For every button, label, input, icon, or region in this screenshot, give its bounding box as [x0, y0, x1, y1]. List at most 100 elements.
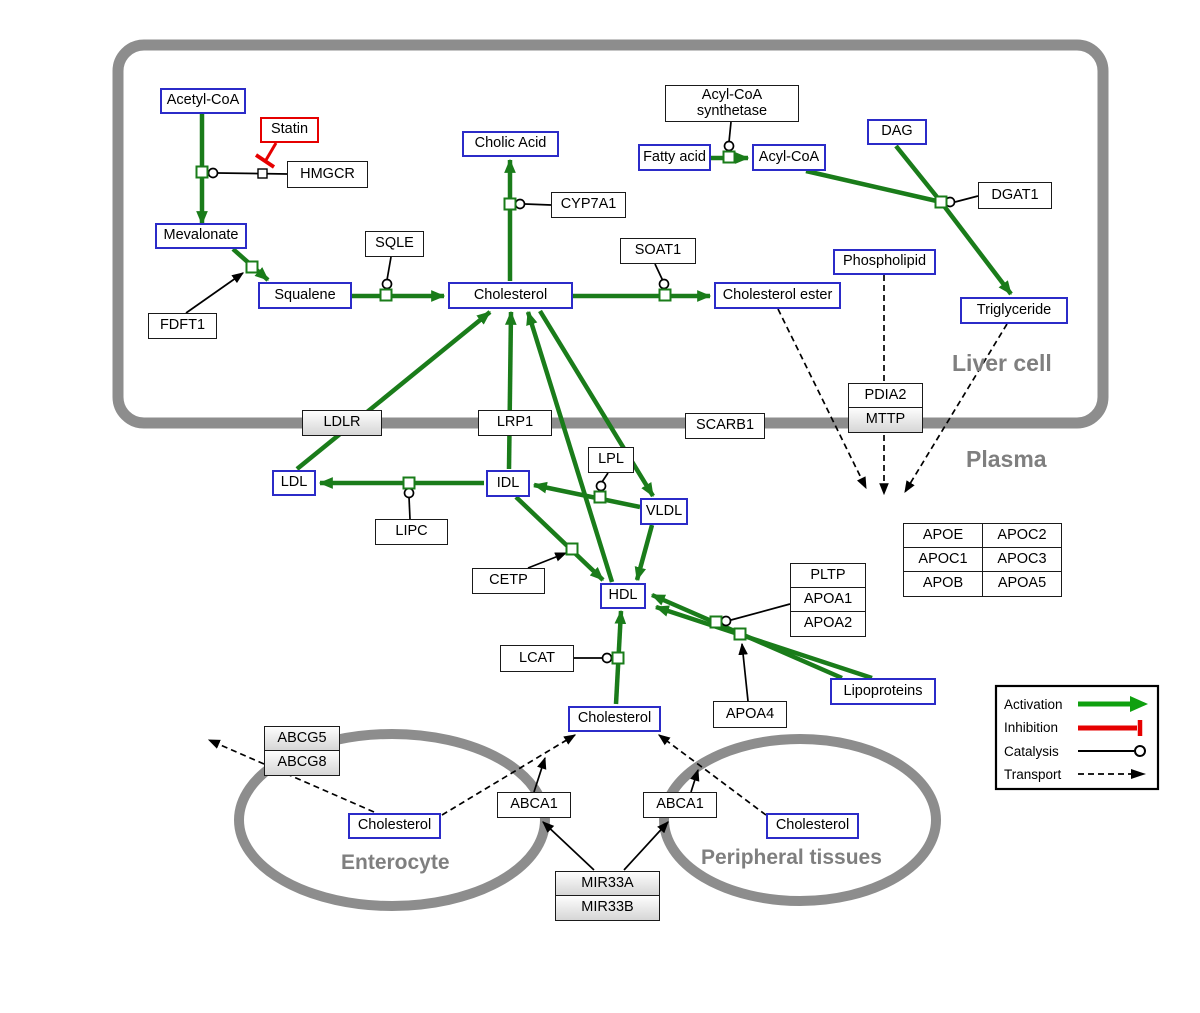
- edge-enterocyte-cholesterol-plasma: [441, 734, 577, 816]
- node-acyl-coa-synthetase[interactable]: Acyl-CoA synthetase: [665, 85, 799, 122]
- transport-edges: [207, 275, 1008, 816]
- node-phospholipid[interactable]: Phospholipid: [833, 249, 936, 275]
- connector-hmgcr: [217, 172, 288, 175]
- catalysis-circle-soat1: [658, 278, 670, 290]
- reaction-nodes: [195, 150, 948, 665]
- reaction-node: [709, 615, 723, 629]
- reaction-node: [733, 627, 747, 641]
- node-apoa2[interactable]: APOA2: [790, 611, 866, 637]
- edge-lipoproteins-hdl-2: [654, 604, 873, 681]
- reaction-node: [593, 490, 607, 504]
- node-abca1-enterocyte[interactable]: ABCA1: [497, 792, 571, 818]
- node-mttp[interactable]: MTTP: [848, 407, 923, 433]
- node-triglyceride[interactable]: Triglyceride: [960, 297, 1068, 324]
- node-apoa4[interactable]: APOA4: [713, 701, 787, 728]
- edge-junction-triglyceride: [939, 200, 1013, 296]
- node-cyp7a1[interactable]: CYP7A1: [551, 192, 626, 218]
- node-acetyl-coa[interactable]: Acetyl-CoA: [160, 88, 246, 114]
- node-ldl[interactable]: LDL: [272, 470, 316, 496]
- connector-soat1: [654, 263, 664, 282]
- node-soat1[interactable]: SOAT1: [620, 238, 696, 264]
- enterocyte-label: Enterocyte: [341, 851, 450, 874]
- reaction-node: [934, 195, 948, 209]
- reaction-node: [379, 288, 393, 302]
- connector-sqle: [386, 256, 392, 281]
- legend-transport-arrowhead: [1131, 769, 1146, 779]
- node-vldl[interactable]: VLDL: [640, 498, 688, 525]
- node-lrp1[interactable]: LRP1: [478, 410, 552, 436]
- membranes: [112, 39, 1109, 911]
- node-hdl[interactable]: HDL: [600, 583, 646, 609]
- edge-dag-junction: [894, 144, 943, 204]
- node-cetp[interactable]: CETP: [472, 568, 545, 594]
- connector-acyl-coa-synthetase: [728, 121, 732, 143]
- catalysis-circle-lcat: [601, 652, 613, 664]
- node-apoe[interactable]: APOE: [903, 523, 983, 548]
- edge-idl-hdl: [514, 495, 605, 582]
- liver-cell-label: Liver cell: [952, 350, 1052, 376]
- catalysis-circle-pltp: [720, 615, 732, 627]
- node-pdia2[interactable]: PDIA2: [848, 383, 923, 408]
- edge-cholesterol-vldl: [538, 309, 655, 498]
- node-abcg5[interactable]: ABCG5: [264, 726, 340, 751]
- node-statin[interactable]: Statin: [260, 117, 319, 143]
- node-pltp[interactable]: PLTP: [790, 563, 866, 588]
- connector-fdft1: [185, 272, 244, 314]
- legend-activation-label: Activation: [1004, 697, 1063, 712]
- legend-transport-label: Transport: [1004, 767, 1062, 782]
- edge-vldl-idl: [532, 481, 641, 510]
- node-sqle[interactable]: SQLE: [365, 231, 424, 257]
- node-abca1-peripheral[interactable]: ABCA1: [643, 792, 717, 818]
- legend-activation-arrowhead: [1130, 696, 1148, 712]
- node-apoa5[interactable]: APOA5: [982, 571, 1062, 597]
- inhibition-edge: [254, 142, 278, 179]
- node-cholesterol-plasma[interactable]: Cholesterol: [568, 706, 661, 732]
- node-squalene[interactable]: Squalene: [258, 282, 352, 309]
- node-apoc2[interactable]: APOC2: [982, 523, 1062, 548]
- node-apoa1[interactable]: APOA1: [790, 587, 866, 612]
- node-mevalonate[interactable]: Mevalonate: [155, 223, 247, 249]
- node-apoc3[interactable]: APOC3: [982, 547, 1062, 572]
- node-hmgcr[interactable]: HMGCR: [287, 161, 368, 188]
- connector-abca1-right: [690, 768, 700, 793]
- catalysis-circle-cyp7a1: [514, 198, 526, 210]
- edge-ldl-cholesterol: [295, 310, 492, 471]
- edge-idl-cholesterol: [505, 310, 517, 470]
- node-fatty-acid[interactable]: Fatty acid: [638, 144, 711, 171]
- node-lpl[interactable]: LPL: [588, 447, 634, 473]
- node-abcg8[interactable]: ABCG8: [264, 750, 340, 776]
- legend-box: [994, 684, 1160, 791]
- edge-vldl-hdl: [634, 524, 655, 582]
- reaction-node: [245, 260, 259, 274]
- edge-cholesterol-lumen-abcg58: [207, 739, 375, 813]
- node-dgat1[interactable]: DGAT1: [978, 182, 1052, 209]
- node-cholesterol-peripheral[interactable]: Cholesterol: [766, 813, 859, 839]
- node-idl[interactable]: IDL: [486, 470, 530, 497]
- legend-catalysis-circle: [1134, 745, 1146, 757]
- node-scarb1[interactable]: SCARB1: [685, 413, 765, 439]
- node-dag[interactable]: DAG: [867, 119, 927, 145]
- node-cholesterol-enterocyte[interactable]: Cholesterol: [348, 813, 441, 839]
- reaction-node: [195, 165, 209, 179]
- node-apob[interactable]: APOB: [903, 571, 983, 597]
- connector-cetp: [527, 552, 568, 569]
- inhibition-tbar: [254, 153, 276, 169]
- node-lipc[interactable]: LIPC: [375, 519, 448, 545]
- node-ldlr[interactable]: LDLR: [302, 410, 382, 436]
- node-cholesterol-ester[interactable]: Cholesterol ester: [714, 282, 841, 309]
- node-cholic-acid[interactable]: Cholic Acid: [462, 131, 559, 157]
- node-fdft1[interactable]: FDFT1: [148, 313, 217, 339]
- connector-pltp-apoa: [730, 603, 791, 621]
- connector-lipc: [408, 496, 411, 520]
- anchor-square: [257, 168, 268, 179]
- node-lipoproteins[interactable]: Lipoproteins: [830, 678, 936, 705]
- catalysis-circle-hmgcr: [207, 167, 219, 179]
- edge-statin-hmgcr: [264, 142, 278, 161]
- node-mir33b[interactable]: MIR33B: [555, 895, 660, 921]
- node-acyl-coa[interactable]: Acyl-CoA: [752, 144, 826, 171]
- node-cholesterol-liver[interactable]: Cholesterol: [448, 282, 573, 309]
- node-lcat[interactable]: LCAT: [500, 645, 574, 672]
- node-mir33a[interactable]: MIR33A: [555, 871, 660, 896]
- node-apoc1[interactable]: APOC1: [903, 547, 983, 572]
